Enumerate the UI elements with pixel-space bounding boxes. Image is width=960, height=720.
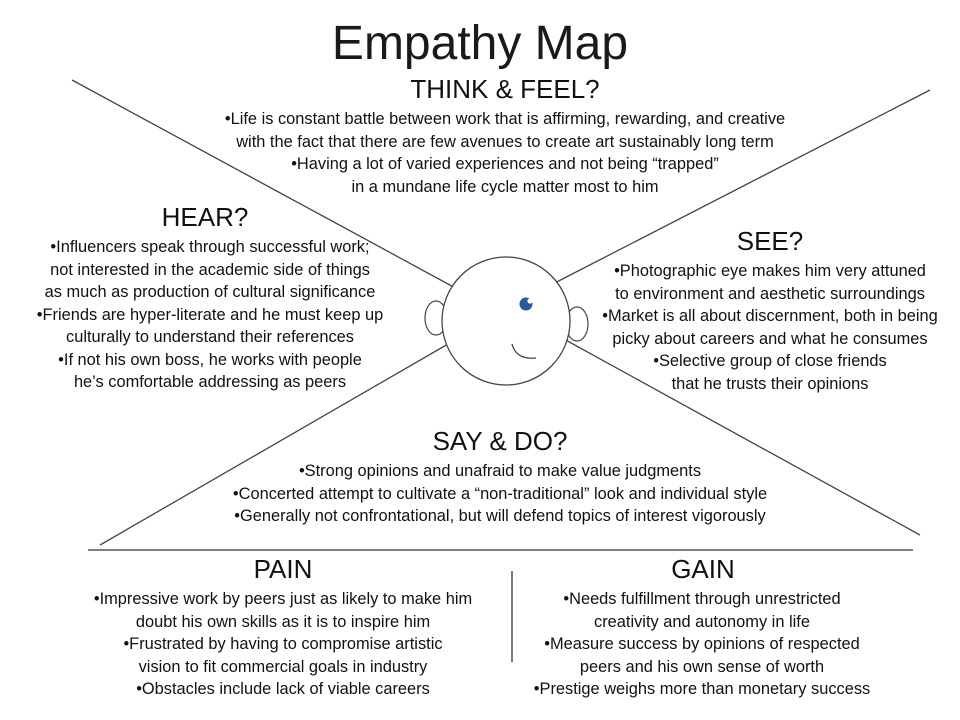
think-feel-line: •Having a lot of varied experiences and … [291,155,719,173]
diagonal-line-bottom-right [552,332,921,536]
hear-line: •Influencers speak through successful wo… [50,238,370,256]
see-line: that he trusts their opinions [671,374,869,393]
page-title: Empathy Map [331,17,629,70]
gain-heading: GAIN [671,554,735,584]
pain-line: •Obstacles include lack of viable career… [136,680,430,698]
pain-heading: PAIN [253,554,313,584]
diagonal-line-top-left [71,79,473,298]
pain-line: •Impressive work by peers just as likely… [93,590,473,608]
hear-line: •If not his own boss, he works with peop… [58,350,362,369]
hear-block: •Influencers speak through successful wo… [0,236,420,394]
hear-heading: HEAR? [161,202,249,232]
think-feel-heading: THINK & FEEL? [410,74,600,104]
hear-line: he’s comfortable addressing as peers [73,373,347,391]
think-feel-line: with the fact that there are few avenues… [236,132,774,151]
gain-line: peers and his own sense of worth [579,657,825,676]
hear-line: •Friends are hyper-literate and he must … [36,305,384,324]
think-feel-line: •Life is constant battle between work th… [224,110,786,128]
eye-highlight [527,298,533,304]
pain-block: •Impressive work by peers just as likely… [0,588,566,701]
gain-line: creativity and autonomy in life [594,612,810,631]
think-feel-block: •Life is constant battle between work th… [150,108,860,198]
smile-icon [511,343,537,359]
gain-line: •Measure success by opinions of respecte… [544,635,860,653]
see-line: •Selective group of close friends [653,352,887,370]
say-do-line: •Concerted attempt to cultivate a “non-t… [232,484,768,503]
see-line: to environment and aesthetic surrounding… [615,284,925,303]
say-do-line: •Generally not confrontational, but will… [234,507,766,525]
pain-line: vision to fit commercial goals in indust… [138,657,428,676]
see-line: •Market is all about discernment, both i… [602,307,938,325]
hear-line: not interested in the academic side of t… [50,260,370,279]
pain-line: •Frustrated by having to compromise arti… [123,635,443,653]
diagonal-line-top-right [544,89,931,289]
see-line: picky about careers and what he consumes [612,329,928,348]
think-feel-line: in a mundane life cycle matter most to h… [351,177,659,196]
head-illustration [424,256,589,386]
see-heading: SEE? [736,226,804,256]
say-do-heading: SAY & DO? [432,426,568,456]
hear-line: culturally to understand their reference… [66,328,354,346]
gain-line: •Prestige weighs more than monetary succ… [533,680,871,698]
hear-line: as much as production of cultural signif… [44,283,376,301]
see-block: •Photographic eye makes him very attuned… [560,260,960,395]
say-do-block: •Strong opinions and unafraid to make va… [130,460,870,528]
gain-block: •Needs fulfillment through unrestricted … [484,588,920,701]
gain-line: •Needs fulfillment through unrestricted [563,590,841,608]
head-circle [441,256,571,386]
say-do-line: •Strong opinions and unafraid to make va… [298,462,702,480]
diagonal-line-bottom-left [99,339,456,546]
see-line: •Photographic eye makes him very attuned [614,262,926,280]
pain-line: doubt his own skills as it is to inspire… [135,612,431,631]
